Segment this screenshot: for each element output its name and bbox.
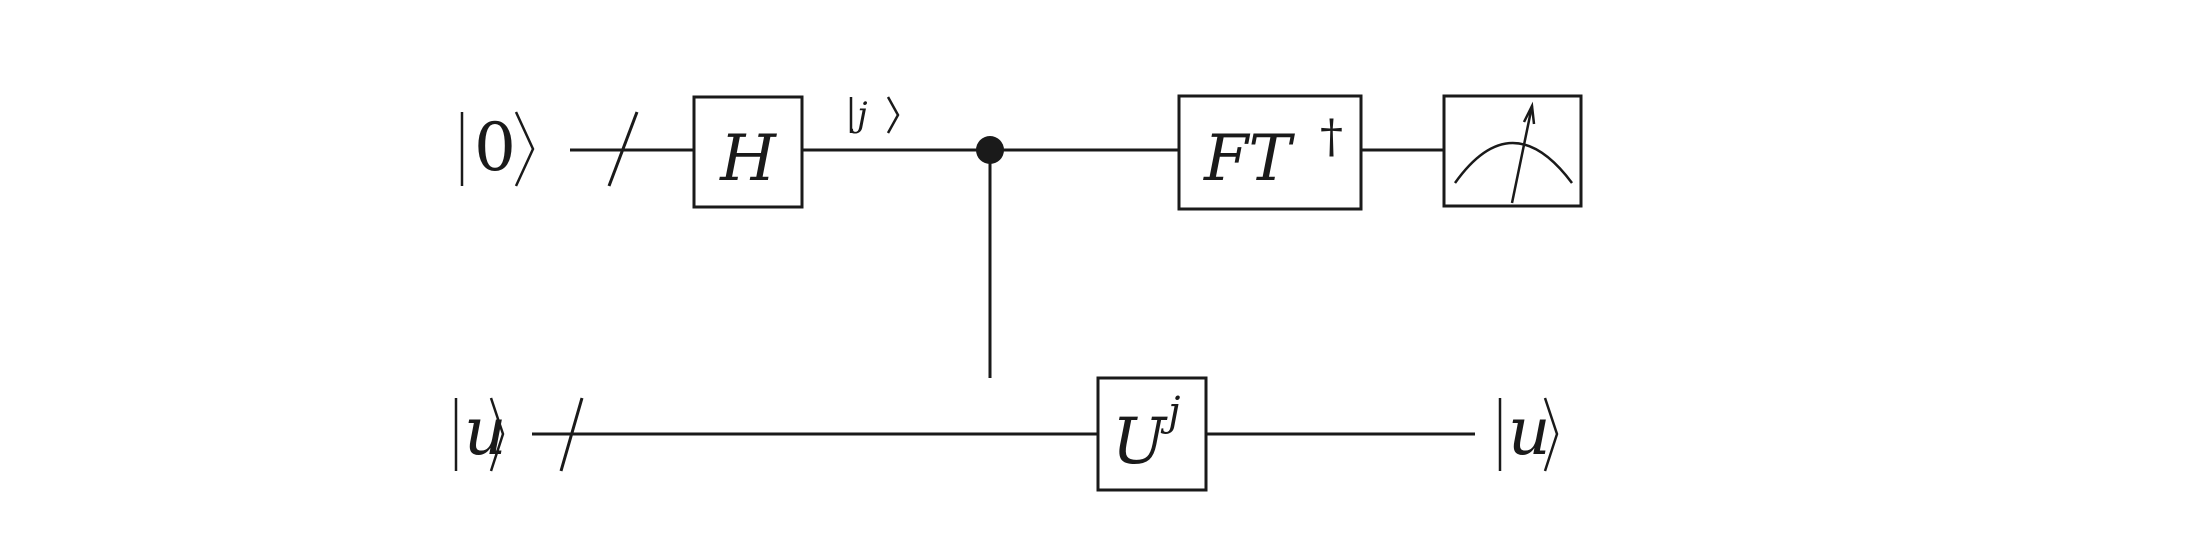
bottom-input-value: u [464,393,507,470]
top-input-value: 0 [474,109,516,186]
hadamard-gate: H [692,95,804,209]
state-j-value: j [850,95,868,135]
bottom-output-ket: u [1498,393,1559,472]
ft-gate-superscript: † [1320,109,1343,163]
ket-angle [886,96,900,134]
bottom-input-ket: u [454,393,507,472]
meter-needle-icon [1510,105,1534,204]
bottom-multi-qubit-slash [559,397,584,472]
ket-angle [1543,397,1559,472]
measurement-gate [1442,94,1583,208]
unitary-gate-box [1096,376,1208,492]
bottom-register: u U j u [454,376,1559,492]
ft-gate-box [1177,94,1363,211]
hadamard-gate-box [692,95,804,209]
meter-arc-icon [1453,141,1573,184]
inverse-fourier-transform-gate: FT † [1177,94,1363,211]
unitary-gate-label: U [1112,405,1168,479]
meter-arrowhead-icon [1522,101,1536,125]
top-register: 0 H j FT † [460,94,1583,378]
top-multi-qubit-slash [607,111,639,187]
hadamard-gate-label: H [719,122,777,196]
top-input-ket: 0 [460,109,535,187]
ket-angle [514,111,535,187]
measurement-box [1442,94,1583,208]
ket-angle [489,397,505,472]
state-j-annotation: j [849,95,900,135]
bottom-output-value: u [1508,393,1551,470]
ft-gate-label: FT [1203,122,1295,196]
controlled-unitary-gate: U j [1096,376,1208,492]
